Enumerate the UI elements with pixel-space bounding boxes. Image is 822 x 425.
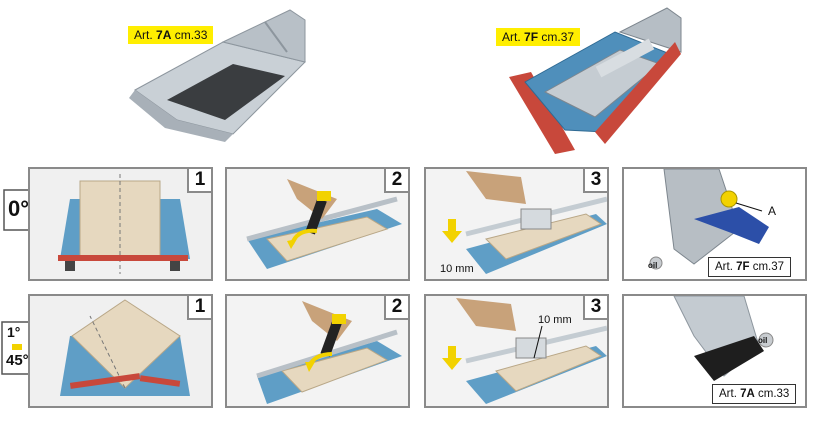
step-number: 2 — [384, 169, 408, 193]
step-number: 1 — [187, 169, 211, 193]
oil-label: oil — [648, 261, 658, 270]
detail-panel-7f: oil A Art. 7F cm.37 — [622, 167, 807, 281]
step-3-panel-0deg: 10 mm 3 — [424, 167, 609, 281]
step-number: 3 — [583, 296, 607, 320]
detail-panel-7a: oil Art. 7A cm.33 — [622, 294, 807, 408]
step-2-panel-45deg: 2 — [225, 294, 410, 408]
product-7a-label: Art. 7A cm.33 — [128, 26, 214, 44]
product-7f-image — [495, 2, 695, 157]
step-number: 1 — [187, 296, 211, 320]
product-7f-label: Art. 7F cm.37 — [496, 28, 581, 46]
angle-1-text: 1° — [7, 324, 21, 340]
oil-label: oil — [758, 336, 768, 345]
angle-0-text: 0° — [8, 196, 30, 221]
detail-7f-label: Art. 7F cm.37 — [708, 257, 792, 277]
product-7a-image — [115, 2, 315, 152]
marker-a: A — [768, 204, 777, 218]
step-3-panel-45deg: 10 mm 3 — [424, 294, 609, 408]
measurement-label: 10 mm — [538, 314, 572, 326]
step-2-panel-0deg: 2 — [225, 167, 410, 281]
step-1-panel-45deg: 1 — [28, 294, 213, 408]
detail-7a-label: Art. 7A cm.33 — [712, 384, 797, 404]
step-number: 2 — [384, 296, 408, 320]
step-1-panel-0deg: 1 — [28, 167, 213, 281]
step-number: 3 — [583, 169, 607, 193]
measurement-label: 10 mm — [440, 263, 474, 275]
angle-45-text: 45° — [6, 352, 29, 369]
